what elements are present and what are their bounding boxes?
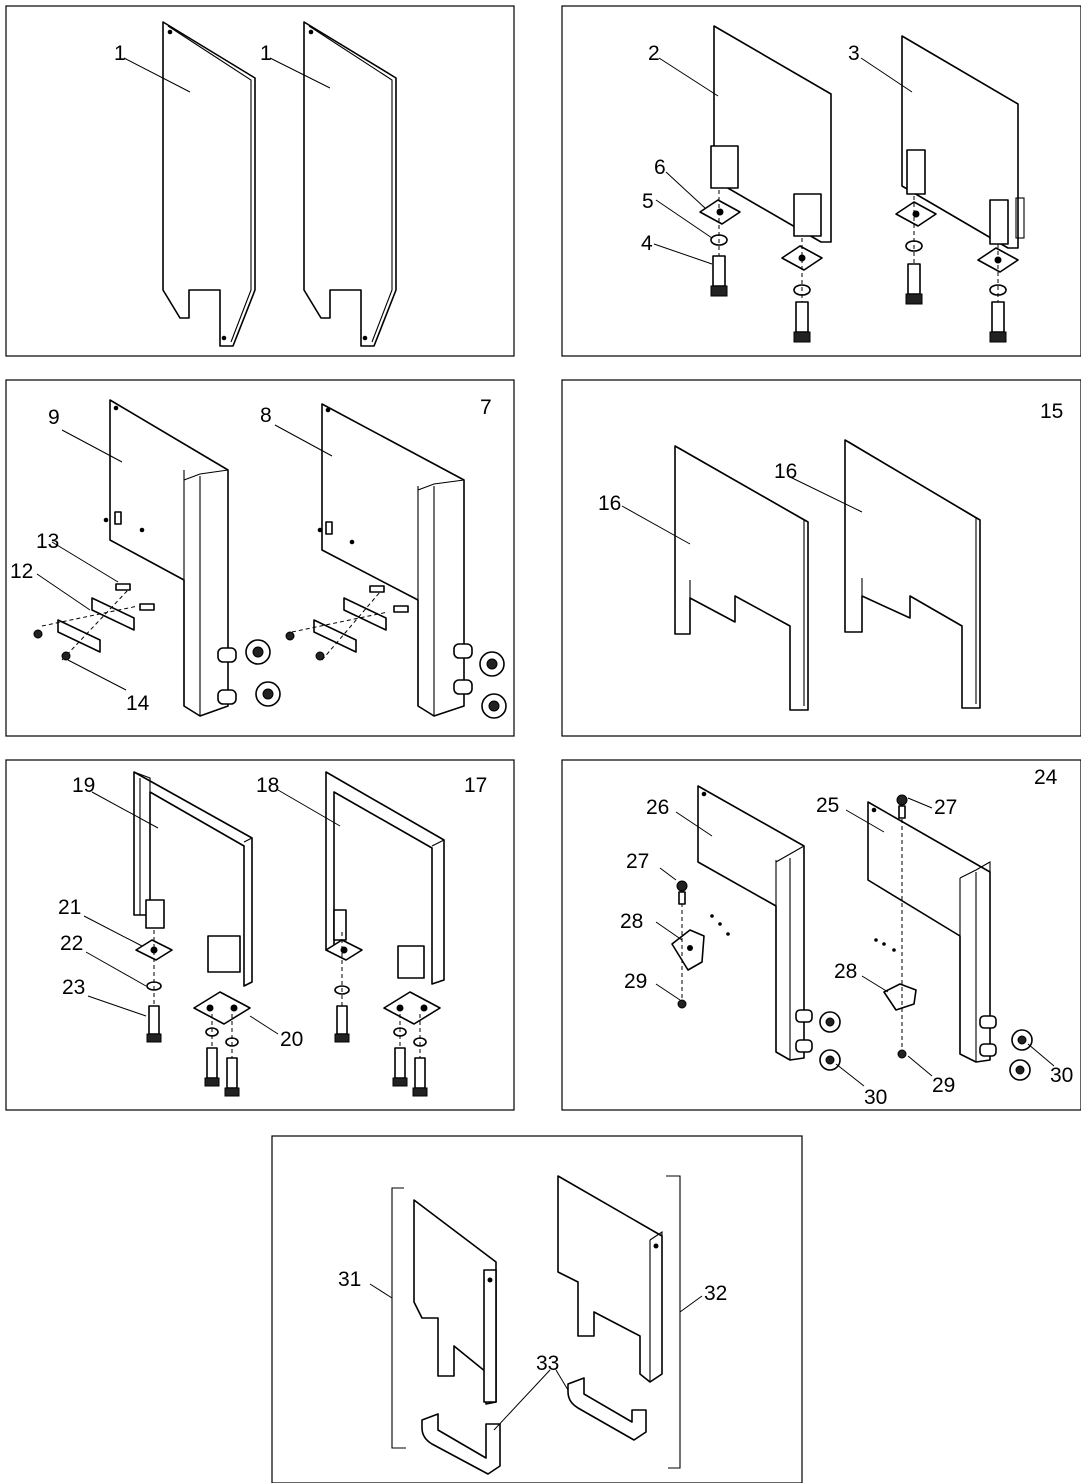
callout-5: 5 <box>642 190 654 213</box>
callout-19: 19 <box>72 774 95 797</box>
callout-24: 24 <box>1034 766 1058 789</box>
callout-4: 4 <box>641 232 653 255</box>
side-plate-1-left <box>162 21 256 347</box>
plate-16-left <box>674 445 809 711</box>
panel-part-1: 1 1 <box>5 5 515 357</box>
callout-18: 18 <box>256 774 279 797</box>
channel-plate-9 <box>103 399 237 717</box>
panel-parts-7-14: 9 8 7 13 12 14 <box>5 379 515 737</box>
plate-3 <box>901 35 1025 249</box>
brackets-screws-9 <box>33 583 155 661</box>
panel-31 <box>413 1199 497 1405</box>
panel-frame <box>5 5 515 357</box>
callout-13: 13 <box>36 530 59 553</box>
callout-16: 16 <box>774 460 797 483</box>
callout-1: 1 <box>260 42 272 65</box>
callout-17: 17 <box>464 774 487 797</box>
callout-16: 16 <box>598 492 621 515</box>
callout-9: 9 <box>48 406 60 429</box>
panel-frame <box>561 5 1081 357</box>
callout-31: 31 <box>338 1268 361 1291</box>
channel-plate-25 <box>867 801 997 1063</box>
panel-frame <box>561 759 1081 1111</box>
panel-frame <box>5 379 515 737</box>
panel-32 <box>557 1175 663 1383</box>
channel-plate-19 <box>133 771 253 987</box>
handle-33-left <box>421 1413 501 1475</box>
callout-21: 21 <box>58 896 81 919</box>
callout-22: 22 <box>60 932 83 955</box>
callout-29: 29 <box>932 1074 955 1097</box>
panel-frame <box>561 379 1081 737</box>
handle-33-right <box>567 1377 647 1441</box>
washers-bolts-left-pair <box>699 190 823 343</box>
clips-screws-nuts <box>671 794 1033 1081</box>
callout-6: 6 <box>654 156 666 179</box>
callout-25: 25 <box>816 794 839 817</box>
callout-20: 20 <box>280 1028 303 1051</box>
callout-14: 14 <box>126 692 150 715</box>
brackets-screws-8 <box>285 585 409 661</box>
washers-bolts-right-pair <box>895 196 1019 343</box>
washers-bolts-19 <box>135 930 251 1097</box>
panel-parts-17-23: 19 18 17 21 22 23 20 <box>5 759 515 1111</box>
callout-27: 27 <box>626 850 649 873</box>
callout-28: 28 <box>620 910 643 933</box>
callout-2: 2 <box>648 42 660 65</box>
channel-plate-8 <box>317 403 473 717</box>
callout-32: 32 <box>704 1282 727 1305</box>
callout-27: 27 <box>934 796 957 819</box>
callout-28: 28 <box>834 960 857 983</box>
channel-plate-26 <box>697 785 813 1061</box>
panel-parts-15-16: 16 16 15 <box>561 379 1081 737</box>
callout-1: 1 <box>114 42 126 65</box>
callout-26: 26 <box>646 796 669 819</box>
callout-15: 15 <box>1040 400 1063 423</box>
callout-12: 12 <box>10 560 33 583</box>
plate-2 <box>710 25 832 243</box>
panel-parts-31-33: 31 32 33 <box>271 1135 803 1483</box>
callout-30: 30 <box>1050 1064 1073 1087</box>
callout-30: 30 <box>864 1086 887 1109</box>
washers-bolts-18 <box>325 932 441 1097</box>
plate-16-right <box>844 439 981 709</box>
panel-frame <box>271 1135 803 1483</box>
panel-parts-2-6: 2 3 6 5 4 <box>561 5 1081 357</box>
side-plate-1-right <box>303 21 397 347</box>
callout-29: 29 <box>624 970 647 993</box>
callout-7: 7 <box>480 396 492 419</box>
flange-nuts <box>245 639 507 719</box>
panel-parts-24-30: 24 26 25 27 27 28 28 29 29 30 30 <box>561 759 1081 1111</box>
callout-8: 8 <box>260 404 272 427</box>
callout-23: 23 <box>62 976 85 999</box>
callout-3: 3 <box>848 42 860 65</box>
panel-frame <box>5 759 515 1111</box>
callout-33: 33 <box>536 1352 559 1375</box>
